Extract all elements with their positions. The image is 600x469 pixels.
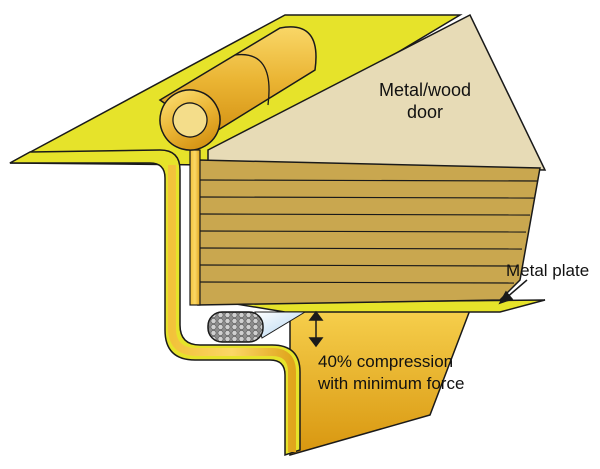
plank-line bbox=[199, 264, 519, 267]
plank-line bbox=[199, 281, 515, 284]
plank-line bbox=[199, 179, 539, 182]
gasket-seal-icon bbox=[207, 311, 307, 343]
plank-line bbox=[199, 230, 527, 233]
compression-dimension-icon bbox=[308, 310, 324, 348]
hinge-cylinder-icon bbox=[158, 26, 317, 151]
frame-channel-inner bbox=[168, 165, 296, 452]
door-edge-strip bbox=[189, 149, 201, 306]
plank-line bbox=[199, 247, 523, 250]
compression-label-line-1: 40% compression bbox=[318, 352, 453, 371]
door-planks bbox=[199, 179, 539, 284]
plank-line bbox=[199, 213, 531, 216]
door-label-line-1: Metal/wood bbox=[379, 80, 471, 100]
door-label-line-2: door bbox=[407, 102, 443, 122]
plank-line bbox=[199, 196, 535, 199]
metal-plate-label: Metal plate bbox=[506, 261, 589, 280]
leader-arrow-icon bbox=[498, 279, 528, 305]
frame-channel bbox=[9, 149, 301, 457]
compression-label-line-2: with minimum force bbox=[317, 374, 464, 393]
